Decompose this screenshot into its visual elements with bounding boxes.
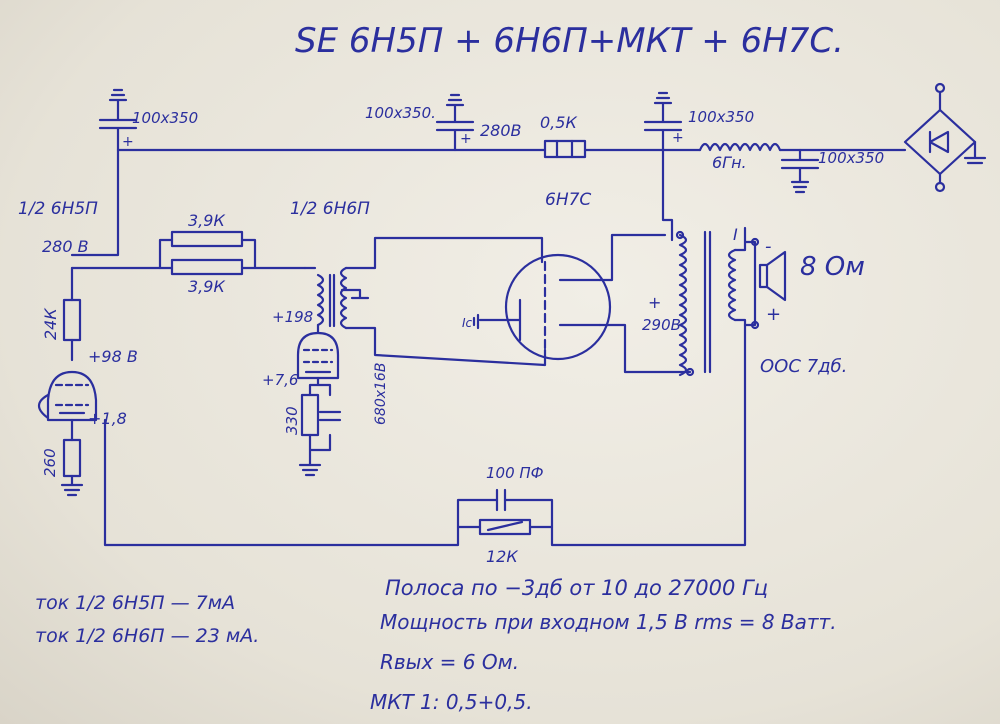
speaker-terminal-minus	[750, 237, 760, 247]
svg-text:+: +	[460, 131, 472, 147]
note-current-tube2: ток 1/2 6Н6П — 23 мА.	[35, 625, 260, 647]
note-bandwidth: Полоса по −3дб от 10 до 27000 Гц	[385, 576, 769, 600]
speaker-impedance-label: 8 Ом	[800, 252, 865, 282]
r260-wiring	[60, 418, 84, 497]
resistor-12k	[478, 518, 532, 536]
output-tube	[472, 253, 612, 361]
capacitor-mid-label: 100x350.	[365, 104, 436, 122]
c100pf-wiring	[456, 498, 554, 529]
resistor-0-5k-label: 0,5К	[540, 113, 577, 132]
speaker-wiring	[733, 226, 757, 327]
note-current-tube1: ток 1/2 6Н5П — 7мА	[35, 592, 236, 614]
driver-tube	[296, 331, 340, 380]
tube1-label: 1/2 6Н5П	[18, 199, 98, 219]
minus-mark-speaker: -	[765, 236, 772, 257]
feedback-wire	[103, 323, 747, 547]
interstage-transformer	[316, 236, 547, 367]
voltage-198: +198	[272, 308, 313, 326]
plus-mark-ot: +	[648, 293, 661, 312]
speaker-terminal-plus	[750, 320, 760, 330]
speaker-icon	[758, 250, 787, 302]
resistor-330-label: 330	[283, 406, 301, 435]
capacitor-left: +	[98, 88, 138, 152]
capacitor-680-label: 680х16В	[373, 363, 389, 425]
voltage-280v-top: 280В	[480, 121, 522, 140]
r39k-wiring	[158, 238, 307, 270]
feedback-amount-label: ООС 7дб.	[760, 356, 847, 377]
resistor-260	[62, 438, 82, 478]
resistor-24k	[62, 298, 82, 342]
left-b-plus-wire	[70, 148, 162, 270]
note-power: Мощность при входном 1,5 В rms = 8 Ватт.	[380, 610, 837, 634]
output-tube-grid-label: Ic	[462, 316, 473, 330]
resistor-0-5k-marks	[555, 139, 574, 159]
output-transformer	[675, 230, 737, 377]
capacitor-680	[318, 410, 342, 422]
svg-text:+: +	[672, 130, 684, 146]
resistor-3-9k-top	[170, 230, 244, 248]
cathode-network	[298, 376, 332, 477]
capacitor-psu	[780, 148, 820, 194]
schematic-title: SE 6Н5П + 6Н6П+МКТ + 6Н7С.	[295, 21, 844, 61]
capacitor-100pf-label: 100 ПФ	[486, 464, 544, 482]
tube3-label: 6Н7С	[545, 190, 591, 210]
capacitor-right-label: 100x350	[688, 108, 754, 126]
plus-mark-speaker: +	[766, 304, 781, 325]
resistor-12k-mark	[486, 520, 524, 532]
resistor-3-9k-bottom-label: 3,9К	[188, 277, 225, 296]
resistor-3-9k-top-label: 3,9К	[188, 211, 225, 230]
resistor-24k-label: 24К	[41, 308, 60, 340]
note-transformer-ratio: МКТ 1: 0,5+0,5.	[370, 690, 533, 714]
tube2-label: 1/2 6Н6П	[290, 199, 370, 219]
choke-label: 6Гн.	[712, 153, 747, 172]
voltage-7-6: +7,6	[262, 371, 298, 389]
voltage-280v-left: 280 В	[42, 237, 89, 256]
rectifier-bridge	[903, 82, 987, 193]
input-tube	[37, 370, 98, 422]
svg-text:+: +	[122, 134, 134, 150]
speaker-i-mark: I	[733, 225, 738, 244]
capacitor-100pf	[495, 488, 507, 512]
note-output-impedance: Rвых = 6 Ом.	[380, 650, 520, 674]
capacitor-psu-label: 100x350	[818, 149, 884, 167]
voltage-290v: 290В	[642, 316, 681, 334]
choke-coil	[698, 142, 782, 152]
capacitor-left-label: 100x350	[132, 109, 198, 127]
voltage-1-8v: +1,8	[88, 409, 127, 428]
resistor-12k-label: 12К	[486, 547, 518, 566]
output-plate-wiring	[598, 148, 692, 374]
resistor-3-9k-bottom	[170, 258, 244, 276]
resistor-260-label: 260	[41, 448, 59, 477]
voltage-98v: +98 В	[88, 347, 138, 366]
resistor-0-5k	[543, 139, 587, 159]
resistor-330	[300, 393, 320, 437]
capacitor-mid: +	[435, 93, 475, 152]
capacitor-right: +	[643, 91, 684, 152]
